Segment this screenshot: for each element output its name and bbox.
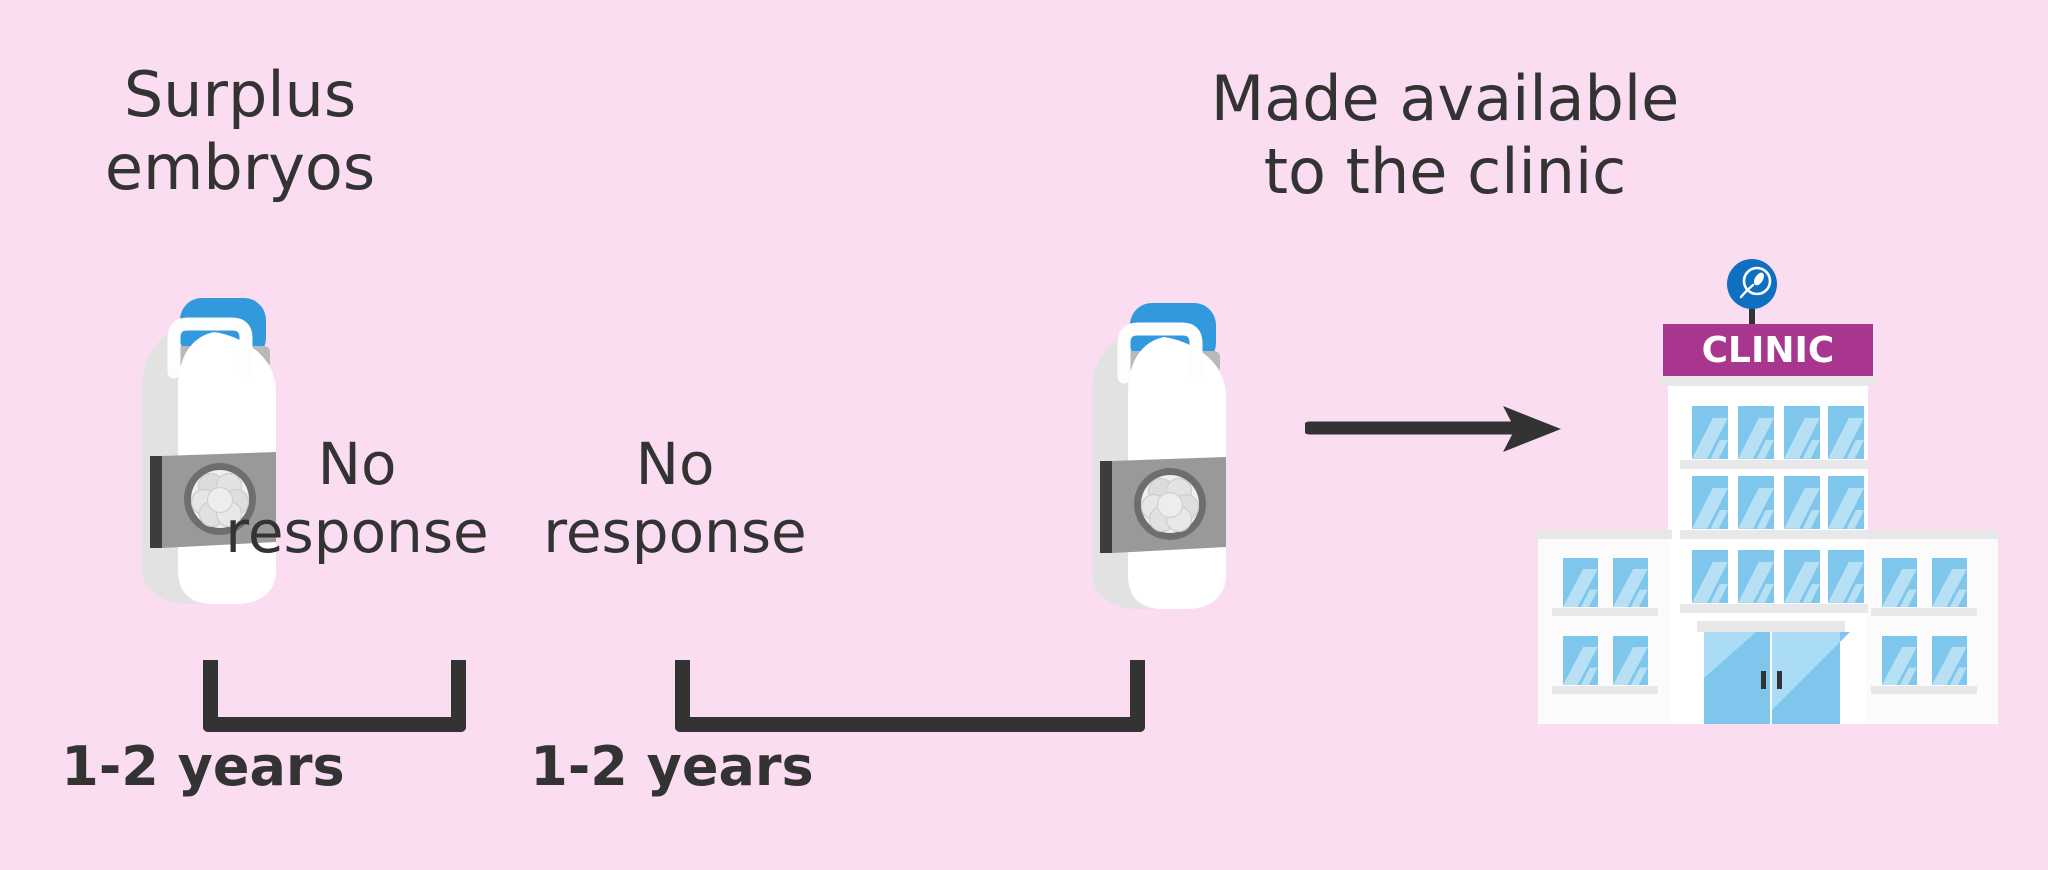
clinic-window-row-second [1692, 476, 1864, 529]
clinic-left-wing-cornice [1536, 530, 1672, 539]
door-handle-right [1777, 671, 1782, 689]
cryotank-first [128, 280, 304, 610]
no-response-label-second: No response [543, 430, 807, 567]
clinic-right-wing-cornice [1864, 530, 2000, 539]
clinic-building: CLINIC [1508, 258, 2000, 726]
embryo-cluster-icon-cells [190, 472, 250, 528]
cryotank-second [1078, 285, 1254, 615]
duration-bracket-first [203, 660, 466, 732]
clinic-window-row-third [1692, 550, 1864, 603]
tank-band-edge [150, 456, 162, 548]
embryo-cluster-icon-cells [1140, 477, 1200, 533]
clinic-sill-third [1680, 604, 1868, 613]
clinic-sign-text: CLINIC [1702, 330, 1835, 371]
tank-handle [167, 317, 253, 379]
clinic-sill-top [1680, 460, 1868, 469]
sperm-icon [1739, 266, 1772, 299]
clinic-left-wing [1538, 536, 1670, 724]
clinic-sign-post [1749, 302, 1755, 330]
tank-handle [1117, 322, 1203, 384]
duration-bracket-second [675, 660, 1145, 732]
arrow-right-icon [1302, 406, 1561, 452]
clinic-sill-second [1680, 530, 1868, 539]
clinic-sign-banner [1663, 324, 1873, 376]
duration-label-second: 1-2 years [530, 735, 814, 798]
clinic-left-wing-windows [1552, 558, 1658, 694]
transfer-arrow [1302, 400, 1565, 462]
clinic-entrance-doors[interactable] [1704, 632, 1850, 724]
clinic-door-lintel [1697, 621, 1845, 632]
made-available-label: Made available to the clinic [1210, 62, 1680, 209]
clinic-window-row-top [1692, 406, 1864, 459]
clinic-right-wing-windows [1871, 558, 1977, 694]
clinic-sign-ledge [1658, 376, 1878, 386]
no-response-label-first: No response [225, 430, 489, 567]
duration-label-first: 1-2 years [61, 735, 345, 798]
tank-band-edge [1100, 461, 1112, 553]
clinic-illustration: CLINIC [1536, 259, 2000, 724]
cryotank-illustration [142, 298, 276, 604]
cryotank-illustration [1092, 303, 1226, 609]
door-handle-left [1761, 671, 1766, 689]
surplus-embryos-label: Surplus embryos [104, 58, 376, 205]
